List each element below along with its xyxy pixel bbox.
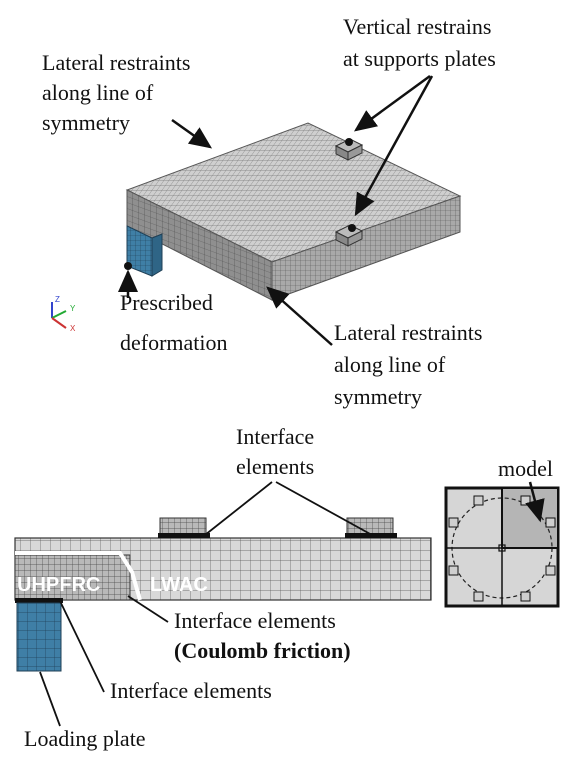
interface-strip (158, 533, 210, 538)
x-axis (51, 317, 67, 329)
label-vertical-restraints: Vertical restrains at supports plates (343, 14, 496, 71)
label-line: along line of (42, 80, 154, 105)
x-axis-label: X (70, 324, 76, 333)
label-lwac: LWAC (150, 574, 208, 596)
label-line: Prescribed (120, 290, 213, 315)
marker-dot (345, 138, 353, 146)
leader-friction (127, 595, 169, 623)
label-line: symmetry (42, 110, 130, 135)
mesh-3d-model (125, 122, 462, 301)
label-lateral-restraints-bottom: Lateral restraints along line of symmetr… (334, 320, 482, 409)
axis-triad: Z Y X (51, 295, 76, 333)
z-axis-label: Z (55, 295, 60, 304)
label-line: symmetry (334, 384, 422, 409)
interface-strip (345, 533, 397, 538)
loading-plate-2d (16, 602, 62, 672)
label-prescribed-deformation: Prescribed deformation (120, 290, 228, 355)
plan-view: model (444, 456, 560, 608)
y-axis-label: Y (70, 304, 76, 313)
leader-loading-plate (39, 671, 61, 727)
label-model: model (498, 456, 553, 481)
label-line: Lateral restraints (334, 320, 482, 345)
label-line: Interface (236, 424, 314, 449)
mesh-2d-section: UHPFRC LWAC (14, 517, 432, 672)
leader-interface-right (275, 481, 373, 536)
leader-interface-bottom (59, 600, 105, 693)
label-line: elements (236, 454, 314, 479)
support-plate-left-2d (159, 517, 207, 535)
label-interface-bottom: Interface elements (110, 678, 272, 703)
interface-line-coulomb (15, 551, 142, 601)
label-line: Vertical restrains (343, 14, 491, 39)
label-line: Lateral restraints (42, 50, 190, 75)
label-loading-plate: Loading plate (24, 726, 146, 751)
label-coulomb-friction: (Coulomb friction) (174, 638, 351, 663)
interface-strip (15, 598, 63, 603)
arrow-lateral-bottom (266, 286, 333, 346)
label-interface-friction: Interface elements (174, 608, 336, 633)
marker-dot (124, 262, 132, 270)
label-line: deformation (120, 330, 228, 355)
label-uhpfrc: UHPFRC (17, 574, 100, 596)
arrow-model (525, 481, 545, 523)
marker-dot (348, 224, 356, 232)
arrow-vertical-1 (353, 74, 431, 132)
leader-interface-left (204, 481, 273, 536)
label-line: along line of (334, 352, 446, 377)
arrow-lateral-top (171, 118, 213, 149)
label-line: at supports plates (343, 46, 496, 71)
label-interface-top: Interface elements (236, 424, 314, 479)
arrow-vertical-2 (354, 75, 434, 217)
y-axis (51, 310, 67, 319)
section-uhpfrc (14, 554, 131, 601)
label-lateral-restraints-top: Lateral restraints along line of symmetr… (42, 50, 190, 135)
